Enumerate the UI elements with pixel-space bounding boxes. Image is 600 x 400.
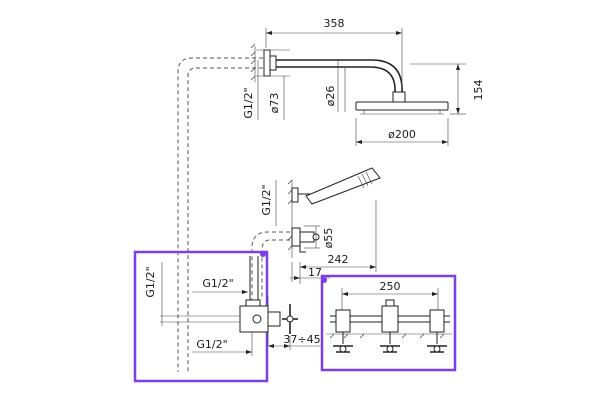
- dim-label-thread-top: G1/2": [242, 87, 255, 118]
- dimension-358: 358: [265, 17, 403, 88]
- inset-frame-right: [320, 274, 457, 372]
- dimension-arm-dia: ø26: [324, 60, 346, 112]
- dimension-154: 154: [410, 63, 485, 115]
- dim-label-154: 154: [472, 80, 485, 101]
- shower-arm: [276, 66, 396, 92]
- shower-head: [355, 101, 449, 111]
- mixer-body-center: [381, 305, 399, 333]
- mixer-body-right: [429, 309, 445, 333]
- mixer-inset: 250: [320, 274, 457, 372]
- concealed-pipe-route: [177, 57, 290, 372]
- dimension-242: 242: [299, 200, 377, 284]
- dimension-outlet-dia: ø55: [304, 225, 335, 249]
- dim-label-valve-thread-h1: G1/2": [202, 277, 233, 290]
- dim-label-73: ø73: [268, 93, 281, 114]
- dim-label-37-45: 37÷45: [283, 333, 320, 346]
- dim-label-17: 17: [308, 266, 322, 279]
- dim-label-55: ø55: [322, 228, 335, 249]
- dim-label-250: 250: [380, 280, 401, 293]
- hand-shower: [287, 167, 381, 258]
- dimension-head-dia: ø200: [355, 118, 449, 146]
- dim-label-200: ø200: [388, 128, 416, 141]
- dimension-flange: ø73 G1/2": [242, 49, 290, 120]
- valve-inset: G1/2" G1/2" G1/2": [133, 250, 298, 383]
- overhead-shower: [250, 43, 449, 115]
- wall-outlet: [299, 231, 315, 243]
- dim-label-358: 358: [324, 17, 345, 30]
- dim-label-valve-thread-h2: G1/2": [196, 338, 227, 351]
- wall-flange: [263, 49, 271, 77]
- mixer-body-left: [335, 309, 351, 333]
- dimension-37-45: 37÷45: [268, 333, 322, 350]
- dim-label-242: 242: [328, 253, 349, 266]
- dim-label-valve-thread-v: G1/2": [144, 266, 157, 297]
- handset: [305, 167, 381, 205]
- inset-marker-left: [260, 251, 266, 257]
- dim-label-26: ø26: [324, 86, 337, 107]
- dim-label-thread-mid: G1/2": [260, 184, 273, 215]
- inset-marker-right: [321, 277, 327, 283]
